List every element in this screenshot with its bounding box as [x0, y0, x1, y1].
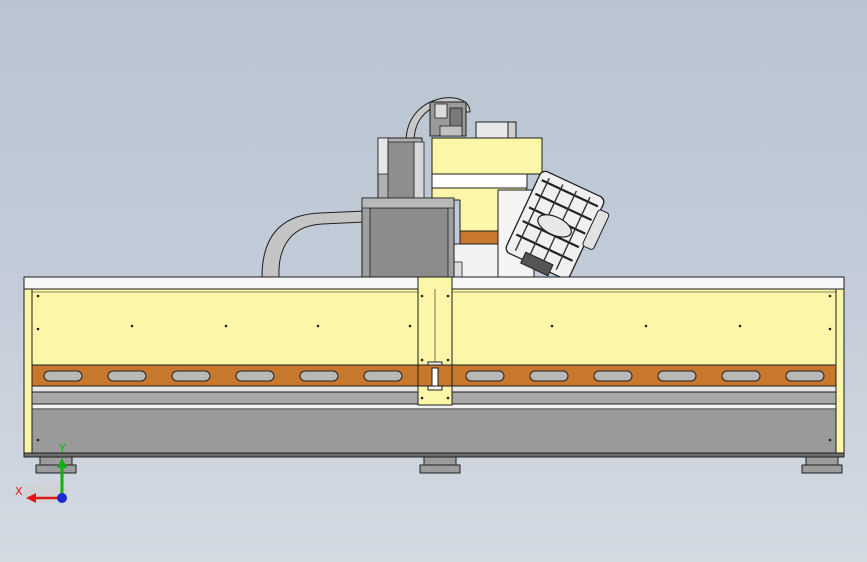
leveling-feet	[35, 456, 843, 474]
end-cap-left	[23, 288, 33, 456]
triad-y-label: Y	[59, 442, 66, 455]
vacuum-hose	[261, 210, 366, 278]
coordinate-triad-icon	[24, 458, 68, 503]
end-cap-right	[835, 288, 845, 456]
gantry-head	[361, 97, 543, 279]
tilted-spindle	[505, 170, 610, 280]
head-orange-band	[459, 230, 501, 245]
slots	[43, 370, 825, 382]
head-housing	[431, 137, 543, 175]
machine-bed	[23, 276, 845, 458]
fastener-dots	[36, 294, 832, 442]
triad-x-label: X	[15, 485, 23, 498]
